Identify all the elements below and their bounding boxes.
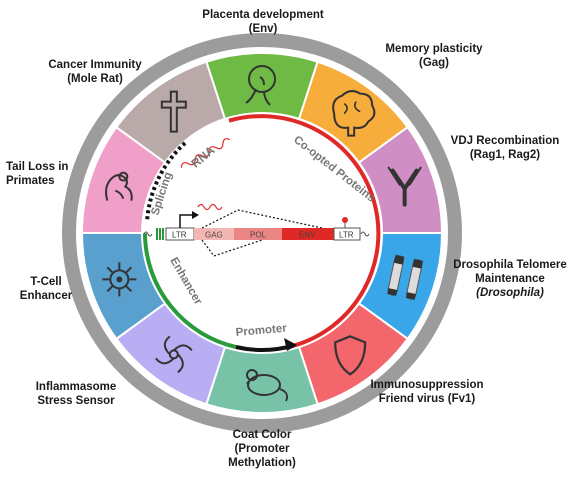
inflammasome-icon (155, 335, 193, 374)
pol-box (234, 228, 282, 240)
pol-label: POL (250, 231, 267, 240)
segment-coat (205, 345, 319, 414)
label-cancer-immunity: Cancer Immunity(Mole Rat) (48, 59, 142, 85)
cross-icon (160, 90, 187, 133)
ltr-left-label: LTR (172, 231, 187, 240)
promoter-label: Promoter (235, 323, 287, 339)
coopted-proteins-arc (228, 114, 381, 348)
label-vdj: VDJ Recombination(Rag1, Rag2) (450, 135, 560, 161)
rna-wave (180, 138, 231, 168)
terminator-dot (342, 217, 348, 223)
chromosome-icon (387, 254, 423, 300)
primate-icon (105, 171, 133, 201)
mouse-icon (246, 369, 289, 402)
genome-map: LTR GAG POL ENV LTR (143, 203, 370, 257)
splice-upper (201, 209, 323, 229)
label-placenta: Placenta development(Env) (202, 9, 324, 35)
splice-lower (201, 239, 263, 257)
gag-box (194, 228, 234, 240)
transcript-wave (197, 203, 223, 211)
ltr-right-box (333, 227, 361, 241)
left-wave (143, 231, 153, 237)
env-label: ENV (299, 231, 316, 240)
label-memory: Memory plasticity(Gag) (385, 43, 483, 69)
env-box (282, 228, 334, 240)
brain-icon (332, 90, 376, 137)
tcell-icon (102, 262, 137, 297)
ltr-right-label: LTR (339, 231, 354, 240)
placenta-icon (245, 65, 276, 106)
shield-icon (334, 335, 367, 376)
enhancer-arc (143, 233, 237, 349)
transcription-arrow (179, 214, 196, 228)
gag-label: GAG (205, 231, 223, 240)
right-wave (360, 231, 370, 237)
antibody-icon (387, 166, 422, 207)
segment-placenta (205, 52, 319, 121)
splicing-arc (145, 141, 187, 220)
promoter-arrowhead (284, 338, 297, 351)
